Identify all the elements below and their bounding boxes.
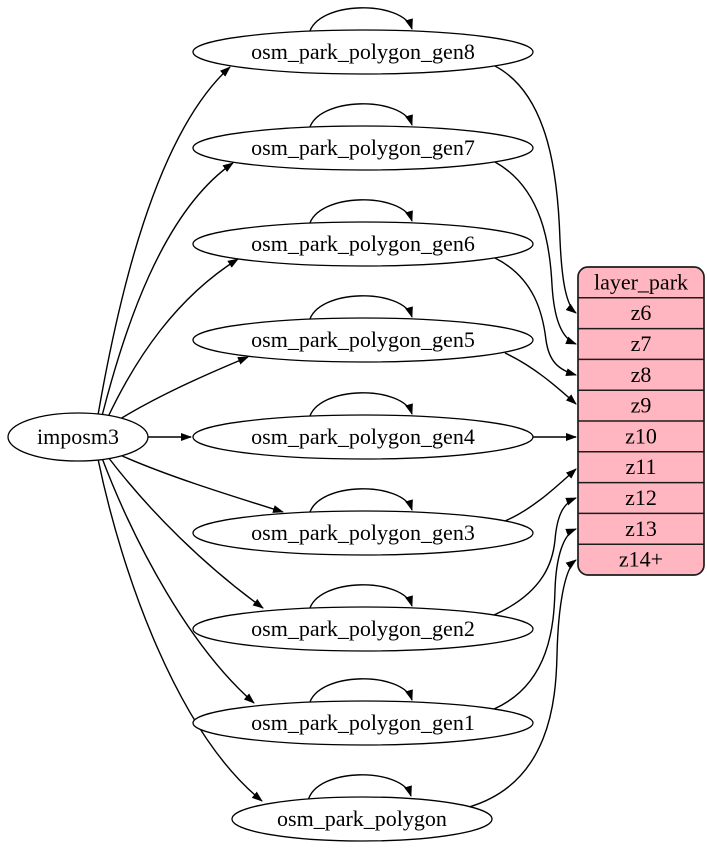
node-label-polygon: osm_park_polygon bbox=[277, 806, 447, 831]
table-row-z6: z6 bbox=[631, 300, 652, 325]
node-gen4: osm_park_polygon_gen4 bbox=[192, 414, 534, 460]
node-label-gen8: osm_park_polygon_gen8 bbox=[251, 39, 475, 64]
node-label-gen1: osm_park_polygon_gen1 bbox=[251, 710, 475, 735]
table-row-z9: z9 bbox=[631, 393, 652, 418]
node-ellipse-polygon bbox=[231, 796, 493, 842]
node-gen2: osm_park_polygon_gen2 bbox=[192, 606, 534, 652]
edge-gen8-z6 bbox=[494, 65, 577, 314]
edge-imposm3-gen8 bbox=[97, 66, 231, 416]
edge-gen1-z13 bbox=[493, 528, 577, 710]
edge-imposm3-gen2 bbox=[107, 456, 264, 609]
table-row-z12: z12 bbox=[625, 485, 657, 510]
edge-polygon-z14+ bbox=[468, 559, 577, 808]
node-gen5: osm_park_polygon_gen5 bbox=[192, 317, 534, 363]
self-loop-gen7 bbox=[308, 103, 413, 131]
self-loop-gen4 bbox=[308, 392, 413, 420]
table-row-z10: z10 bbox=[625, 423, 657, 448]
self-loop-gen8 bbox=[308, 7, 413, 35]
table-row-z11: z11 bbox=[626, 454, 657, 479]
node-label-gen7: osm_park_polygon_gen7 bbox=[251, 135, 475, 160]
node-polygon: osm_park_polygon bbox=[231, 796, 493, 842]
node-ellipse-imposm3 bbox=[7, 412, 149, 462]
table-layer_park: layer_park z6 z7 z8 z9 z10 z11 z12 z13 z14+ bbox=[577, 266, 705, 576]
node-label-gen4: osm_park_polygon_gen4 bbox=[251, 424, 475, 449]
node-ellipse-gen7 bbox=[192, 125, 534, 171]
node-label-gen6: osm_park_polygon_gen6 bbox=[251, 231, 475, 256]
node-ellipse-gen1 bbox=[192, 700, 534, 746]
node-gen7: osm_park_polygon_gen7 bbox=[192, 125, 534, 171]
node-ellipse-gen8 bbox=[192, 29, 534, 75]
edge-imposm3-gen1 bbox=[101, 457, 255, 704]
table-title: layer_park bbox=[594, 269, 688, 294]
self-loop-polygon bbox=[307, 774, 412, 802]
edge-imposm3-gen3 bbox=[119, 454, 284, 513]
node-label-imposm3: imposm3 bbox=[37, 424, 119, 449]
node-ellipse-gen5 bbox=[192, 317, 534, 363]
edge-imposm3-gen7 bbox=[101, 162, 234, 417]
edge-gen2-z12 bbox=[493, 497, 577, 616]
node-gen3: osm_park_polygon_gen3 bbox=[192, 510, 534, 556]
edge-imposm3-gen5 bbox=[119, 356, 249, 420]
node-label-gen5: osm_park_polygon_gen5 bbox=[251, 327, 475, 352]
self-loop-gen1 bbox=[308, 678, 413, 706]
edge-imposm3-gen6 bbox=[107, 258, 239, 418]
self-loop-gen3 bbox=[308, 488, 413, 516]
table-row-z13: z13 bbox=[625, 516, 657, 541]
edge-gen6-z8 bbox=[494, 257, 577, 377]
node-ellipse-gen3 bbox=[192, 510, 534, 556]
table-row-z8: z8 bbox=[631, 362, 652, 387]
self-loop-gen6 bbox=[308, 199, 413, 227]
node-gen8: osm_park_polygon_gen8 bbox=[192, 29, 534, 75]
node-label-gen2: osm_park_polygon_gen2 bbox=[251, 616, 475, 641]
self-loop-gen2 bbox=[308, 584, 413, 612]
node-ellipse-gen2 bbox=[192, 606, 534, 652]
node-gen6: osm_park_polygon_gen6 bbox=[192, 221, 534, 267]
node-ellipse-gen4 bbox=[192, 414, 534, 460]
edge-gen5-z9 bbox=[504, 352, 577, 405]
table-row-z14+: z14+ bbox=[619, 547, 663, 572]
edge-imposm3-polygon bbox=[97, 458, 263, 802]
node-gen1: osm_park_polygon_gen1 bbox=[192, 700, 534, 746]
node-imposm3: imposm3 bbox=[7, 412, 149, 462]
edge-gen7-z7 bbox=[494, 161, 577, 345]
node-label-gen3: osm_park_polygon_gen3 bbox=[251, 520, 475, 545]
node-ellipse-gen6 bbox=[192, 221, 534, 267]
table-row-z7: z7 bbox=[631, 331, 652, 356]
self-loop-gen5 bbox=[308, 295, 413, 323]
edge-gen3-z11 bbox=[504, 468, 577, 522]
